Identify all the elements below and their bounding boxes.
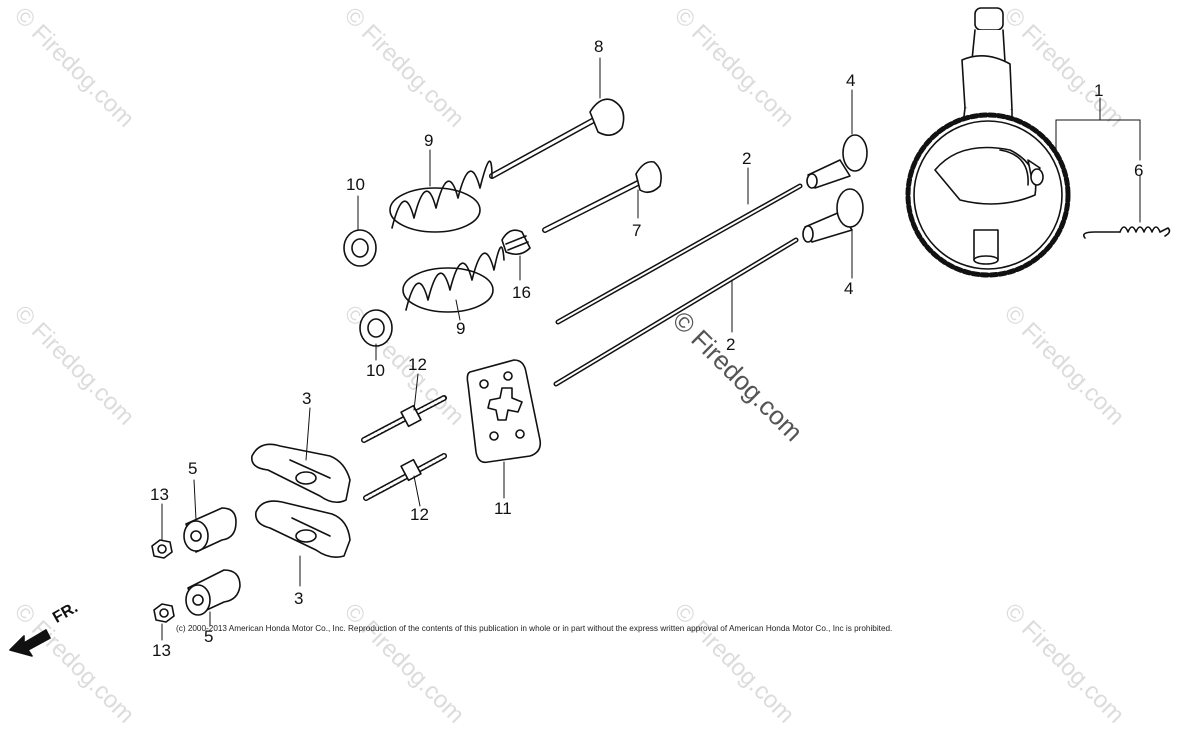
tappet-lower: [802, 188, 864, 243]
callout-5: 5: [188, 459, 197, 478]
pivot-plate: [466, 359, 542, 464]
lock-nut-upper: [151, 539, 173, 559]
callout-7: 7: [632, 221, 641, 240]
governor-spring: [1082, 226, 1171, 239]
callout-16: 16: [512, 283, 531, 302]
rocker-arm-upper: [251, 443, 351, 504]
callout-9: 9: [424, 131, 433, 150]
valve-spring-upper: [389, 160, 493, 233]
pivot-bolt-upper: [361, 395, 447, 443]
callout-10: 10: [346, 175, 365, 194]
callout-3: 3: [294, 589, 303, 608]
callout-11: 11: [494, 499, 512, 518]
callout-8: 8: [594, 37, 603, 56]
callout-12: 12: [408, 355, 427, 374]
callout-4: 4: [846, 71, 855, 90]
copyright-notice: (c) 2000-2013 American Honda Motor Co., …: [176, 624, 893, 633]
pivot-adjusting-nut-lower: [185, 569, 241, 616]
valve-spring-lower: [402, 246, 505, 313]
camshaft-assembly: [905, 7, 1071, 278]
rocker-arm-lower: [254, 500, 351, 558]
callout-3: 3: [302, 389, 311, 408]
lock-nut-lower: [153, 603, 175, 623]
callout-9: 9: [456, 319, 465, 338]
intake-valve: [542, 160, 662, 233]
valve-stem-seal: [501, 229, 531, 256]
callout-1: 1: [1094, 81, 1103, 100]
callout-4: 4: [844, 279, 853, 298]
front-direction-arrow-icon: [9, 629, 51, 657]
pivot-bolt-lower: [363, 453, 447, 501]
spring-retainer-upper: [343, 229, 377, 267]
callout-6: 6: [1134, 161, 1143, 180]
callout-2: 2: [742, 149, 751, 168]
callout-2: 2: [726, 335, 735, 354]
tappet-upper: [806, 134, 868, 189]
parts-diagram: 1 6 8 4 4 9 9 10 10 2 2 7 16 12 12 11 3 …: [9, 7, 1171, 660]
callout-12: 12: [410, 505, 429, 524]
callout-13: 13: [152, 641, 171, 660]
pivot-adjusting-nut-upper: [183, 507, 237, 553]
callout-5: 5: [204, 627, 213, 646]
exhaust-valve: [489, 98, 625, 179]
callout-10: 10: [366, 361, 385, 380]
spring-retainer-lower: [359, 309, 393, 347]
callout-13: 13: [150, 485, 169, 504]
